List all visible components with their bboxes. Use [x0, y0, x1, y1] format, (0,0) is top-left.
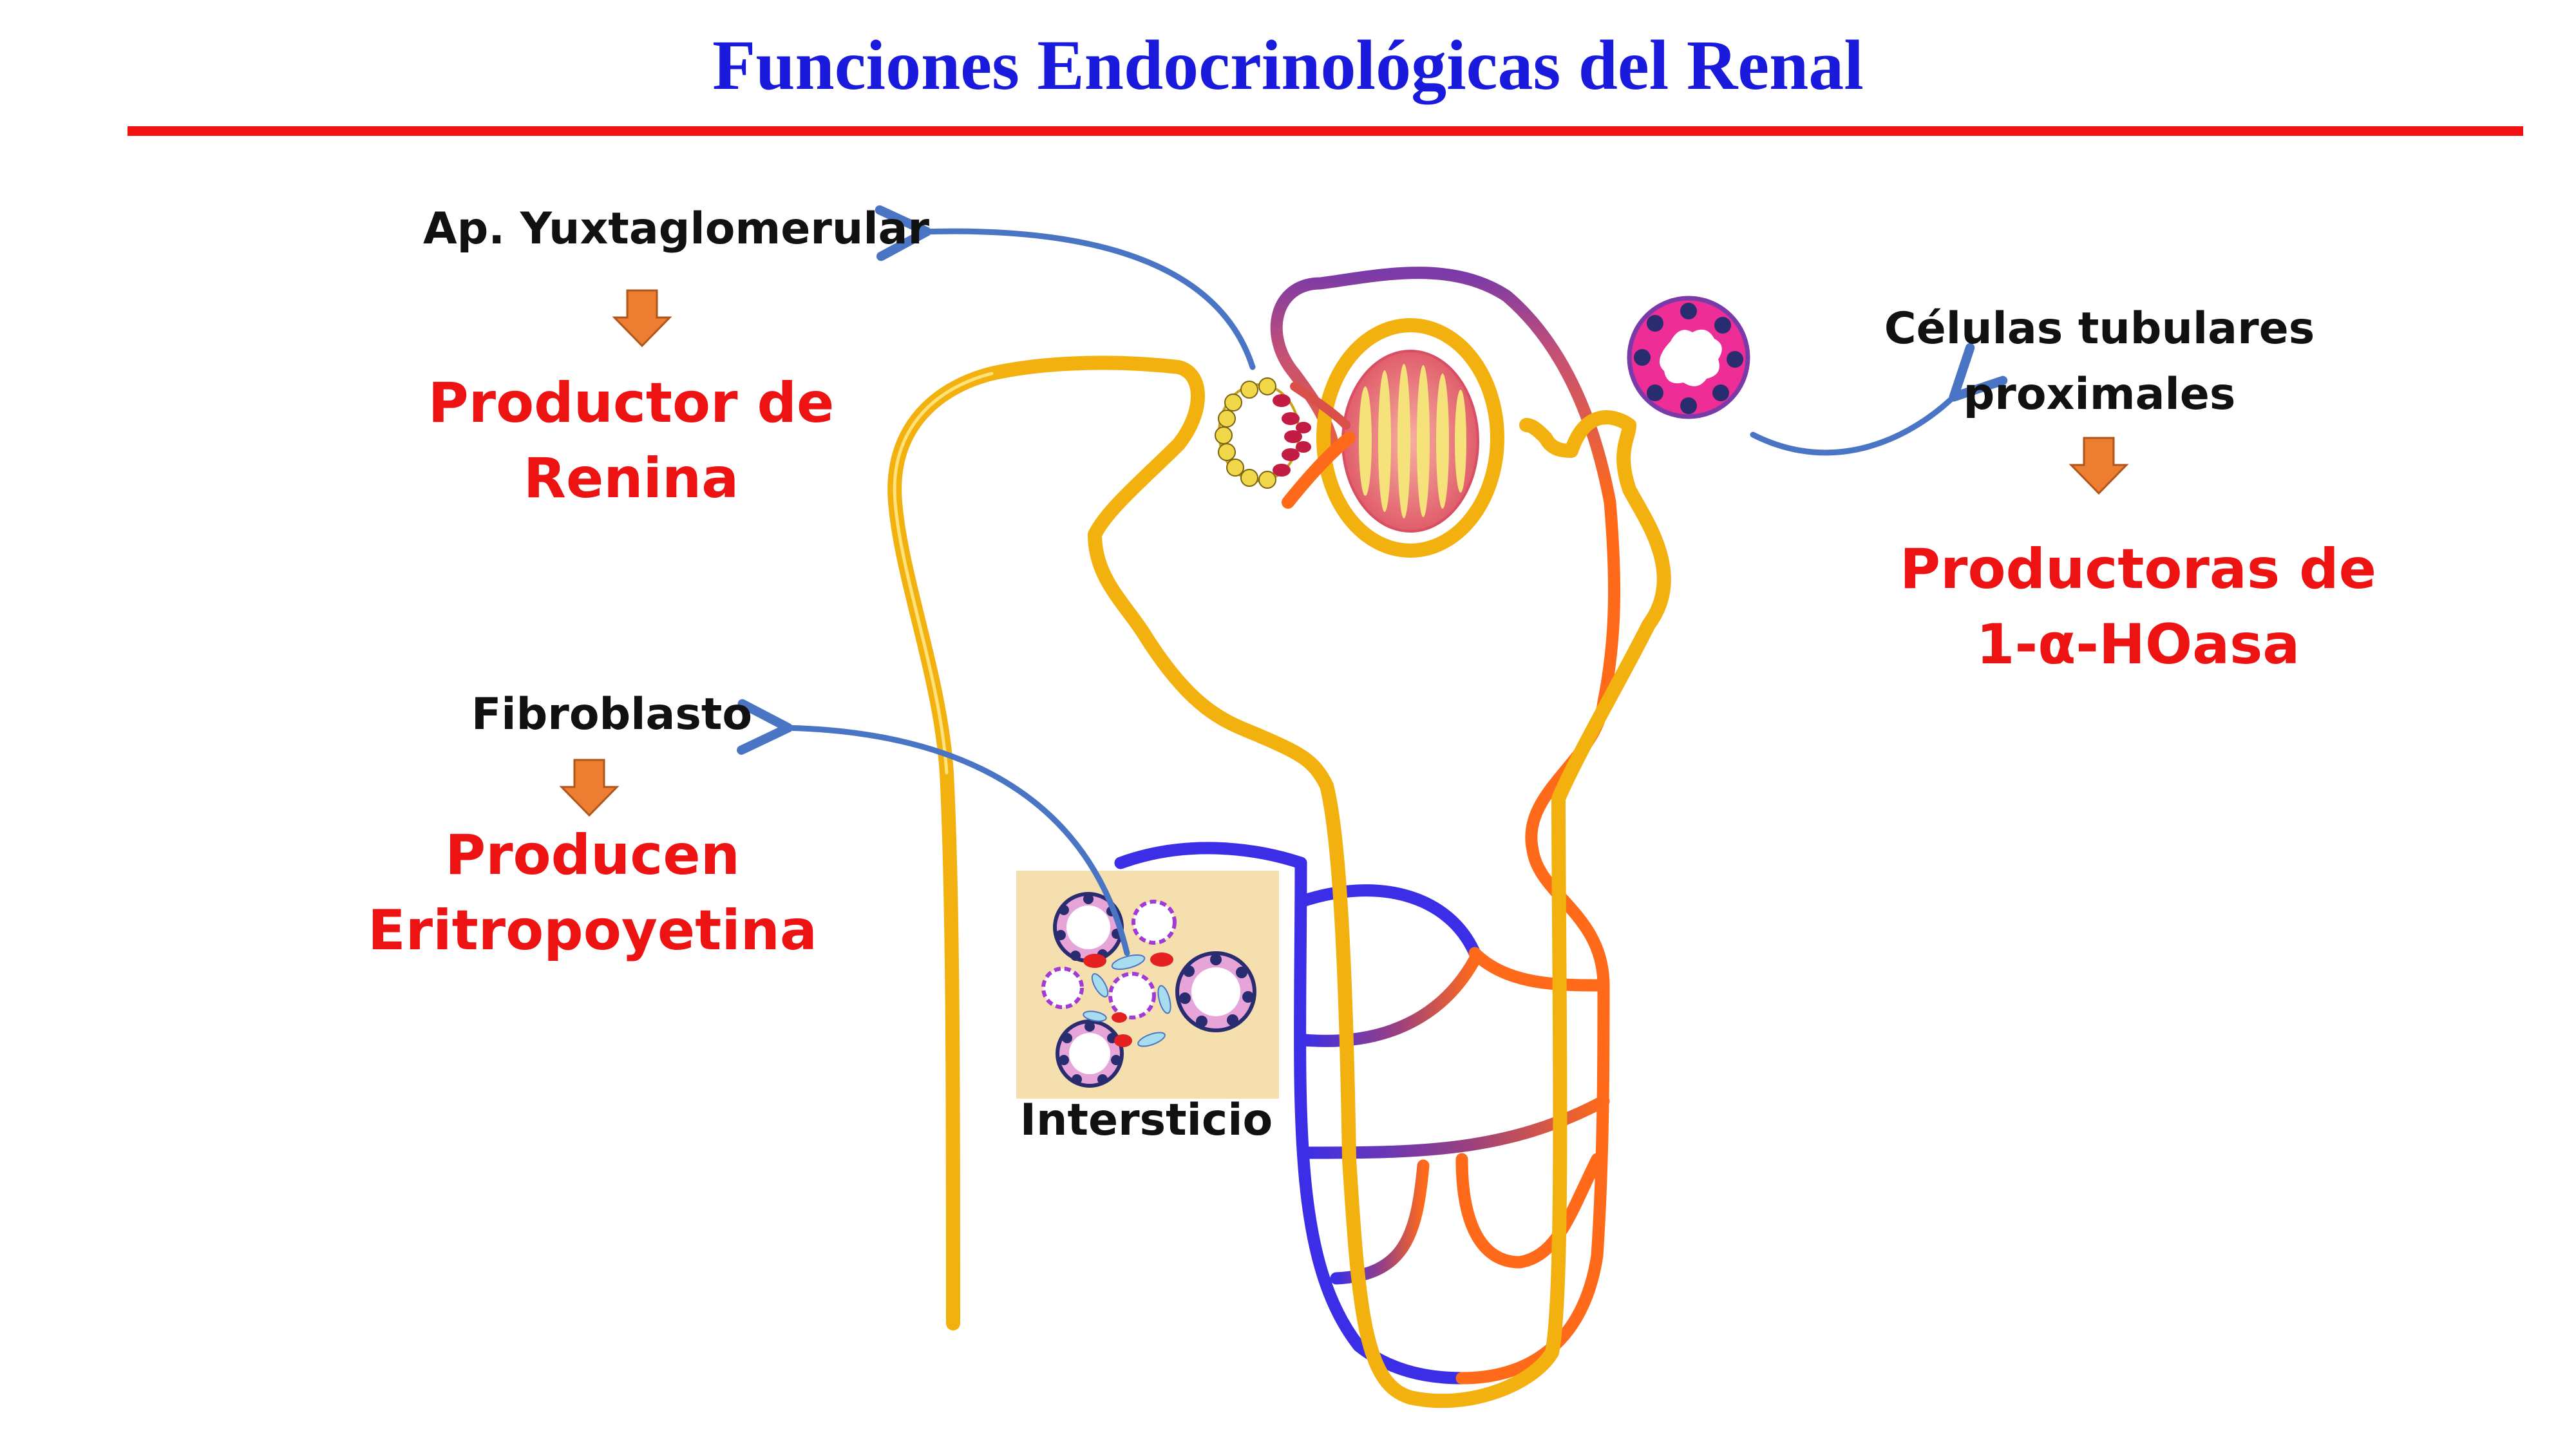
- hydroxylase-function-label: Productoras de 1-α-HOasa: [1868, 532, 2409, 683]
- tubular-cells-line-2: proximales: [1963, 369, 2236, 420]
- venous-vessel: [1294, 884, 1481, 960]
- arterial-vessel: [1455, 496, 1621, 1385]
- orange-down-arrow-icon: [559, 759, 620, 817]
- tubule-highlight: [893, 372, 994, 775]
- tubule-cross-section: [1175, 951, 1256, 1032]
- proximal-tubule-cross-section: [1627, 296, 1750, 419]
- blue-curved-arrow-icon: [1750, 343, 2008, 456]
- renin-function-line-2: Renina: [523, 446, 739, 511]
- erythropoietin-function-line-2: Eritropoyetina: [367, 898, 818, 963]
- tubular-cells-line-1: Células tubulares: [1884, 303, 2315, 354]
- hydroxylase-function-line-2: 1-α-HOasa: [1976, 612, 2300, 677]
- tubule-cross-section: [1056, 1019, 1124, 1088]
- title-underline: [128, 126, 2523, 136]
- orange-down-arrow-icon: [612, 289, 672, 348]
- renin-function-line-1: Productor de: [428, 371, 835, 435]
- red-blood-cell: [1083, 952, 1173, 1047]
- mixed-vessel: [1298, 953, 1481, 1047]
- afferent-arteriole: [1282, 431, 1356, 509]
- arterial-vessel: [1455, 1153, 1604, 1269]
- glomerulus: [1341, 350, 1479, 533]
- orange-down-arrow-icon: [2069, 437, 2129, 495]
- erythropoietin-function-line-1: Producen: [445, 823, 740, 887]
- fibroblast-label: Fibroblasto: [471, 689, 753, 740]
- erythropoietin-function-label: Producen Eritropoyetina: [354, 818, 831, 969]
- blue-curved-arrow-icon: [737, 699, 1130, 956]
- venous-vessel: [1114, 842, 1307, 869]
- arterial-vessel: [1270, 267, 1616, 509]
- tubular-cells-label: Células tubulares proximales: [1842, 296, 2357, 428]
- venous-vessel: [1294, 857, 1468, 1385]
- interstitium-inset: [1016, 871, 1279, 1099]
- fibroblast-cell: [1083, 954, 1171, 1047]
- page-title: Funciones Endocrinológicas del Renal: [712, 26, 1864, 104]
- hydroxylase-function-line-1: Productoras de: [1900, 537, 2376, 601]
- bowman-capsule: [1316, 318, 1504, 558]
- juxtaglomerular-apparatus: [1215, 377, 1311, 489]
- efferent-arteriole: [1290, 382, 1350, 430]
- blue-curved-arrow-icon: [875, 205, 1256, 370]
- capillary-cross-section: [1041, 900, 1177, 1019]
- renin-function-label: Productor de Renina: [386, 366, 876, 516]
- arterial-vessel: [1468, 947, 1610, 992]
- interstitium-label: Intersticio: [1019, 1095, 1273, 1146]
- juxtaglomerular-label: Ap. Yuxtaglomerular: [422, 204, 930, 254]
